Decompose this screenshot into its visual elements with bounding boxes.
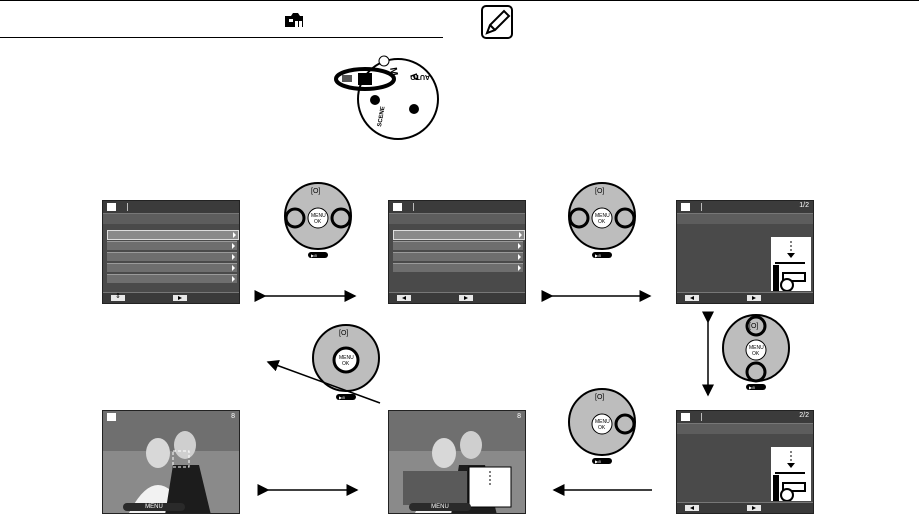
- camera-back-pad-icon: [O] MENU OK ▶/II: [722, 314, 790, 390]
- menu-row[interactable]: [393, 263, 523, 272]
- program-camera-icon: [285, 13, 303, 27]
- top-rule: [0, 0, 919, 1]
- header-rule: [0, 37, 443, 38]
- left-button[interactable]: [685, 505, 699, 511]
- right-button[interactable]: [173, 295, 187, 301]
- camera-back-pad-icon: [O] MENU OK ▶/II: [284, 182, 352, 258]
- menu-badge: MENU: [123, 503, 185, 511]
- page-indicator: 1/2: [799, 202, 809, 209]
- live-view-screen: 8 MENU: [102, 410, 240, 514]
- menu-row[interactable]: [107, 230, 239, 240]
- right-button[interactable]: [747, 505, 761, 511]
- mode-dial-icon: M P AUTO SCENE: [334, 55, 439, 140]
- menu-row[interactable]: [393, 230, 525, 240]
- menu-row[interactable]: [107, 263, 237, 272]
- screen-titlebar: [103, 201, 239, 214]
- help-screen-page-1: 1/2: [676, 200, 814, 304]
- live-view-screen-help: 8 MENU: [388, 410, 526, 514]
- help-screen-page-2: 2/2: [676, 410, 814, 514]
- left-button[interactable]: [397, 295, 411, 301]
- pad-play-label: ▶/II: [311, 253, 317, 258]
- couple-photo: [389, 411, 525, 513]
- pad-play-label: ▶/II: [749, 385, 755, 390]
- shots-remaining: 8: [517, 413, 521, 420]
- pad-ok-label: OK: [314, 219, 322, 225]
- pad-menu-label: MENU: [595, 419, 610, 425]
- program-camera-icon: [681, 203, 690, 211]
- pad-up-label: [O]: [311, 188, 320, 195]
- menu-screen-2: [388, 200, 526, 304]
- program-camera-icon: [107, 203, 116, 211]
- pad-play-label: ▶/II: [339, 395, 345, 400]
- shutter-diagram-icon: [771, 237, 811, 291]
- pad-menu-label: MENU: [595, 213, 610, 219]
- camera-back-pad-icon: [O] MENU OK ▶/II: [568, 388, 636, 464]
- pad-menu-label: MENU: [311, 213, 326, 219]
- right-button[interactable]: [459, 295, 473, 301]
- page-indicator: 2/2: [799, 412, 809, 419]
- menu-badge: MENU: [409, 503, 471, 511]
- note-pencil-icon: [481, 5, 513, 39]
- couple-photo: [103, 411, 239, 513]
- camera-back-pad-icon: [O] MENU OK ▶/II: [568, 182, 636, 258]
- menu-row[interactable]: [107, 274, 237, 283]
- menu-row[interactable]: [393, 252, 523, 261]
- pad-play-label: ▶/II: [595, 253, 601, 258]
- pad-play-label: ▶/II: [595, 459, 601, 464]
- program-camera-icon: [107, 413, 116, 421]
- shutter-diagram-icon: [771, 447, 811, 501]
- menu-row[interactable]: [393, 241, 523, 250]
- right-button[interactable]: [747, 295, 761, 301]
- up-down-button[interactable]: [111, 292, 125, 301]
- program-camera-icon: [393, 203, 402, 211]
- pad-ok-label: OK: [752, 351, 760, 357]
- pad-up-label: [O]: [595, 394, 604, 401]
- menu-screen-1: [102, 200, 240, 304]
- left-button[interactable]: [685, 295, 699, 301]
- pad-ok-label: OK: [342, 361, 350, 367]
- menu-row[interactable]: [107, 252, 237, 261]
- screen-titlebar: [389, 201, 525, 214]
- program-camera-icon: [681, 413, 690, 421]
- pad-up-label: [O]: [749, 323, 758, 330]
- pad-menu-label: MENU: [749, 345, 764, 351]
- pad-ok-label: OK: [598, 425, 606, 431]
- menu-row[interactable]: [107, 241, 237, 250]
- shots-remaining: 8: [231, 413, 235, 420]
- dial-label-m: M: [387, 67, 399, 77]
- pad-ok-label: OK: [598, 219, 606, 225]
- dial-label-scene: SCENE: [377, 106, 386, 127]
- pad-up-label: [O]: [595, 188, 604, 195]
- dial-label-p: P: [407, 72, 420, 82]
- pad-up-label: [O]: [339, 330, 348, 337]
- dial-label-auto: AUTO: [410, 73, 430, 80]
- pad-menu-label: MENU: [339, 355, 354, 361]
- camera-back-pad-icon: [O] MENU OK ▶/II: [312, 324, 380, 400]
